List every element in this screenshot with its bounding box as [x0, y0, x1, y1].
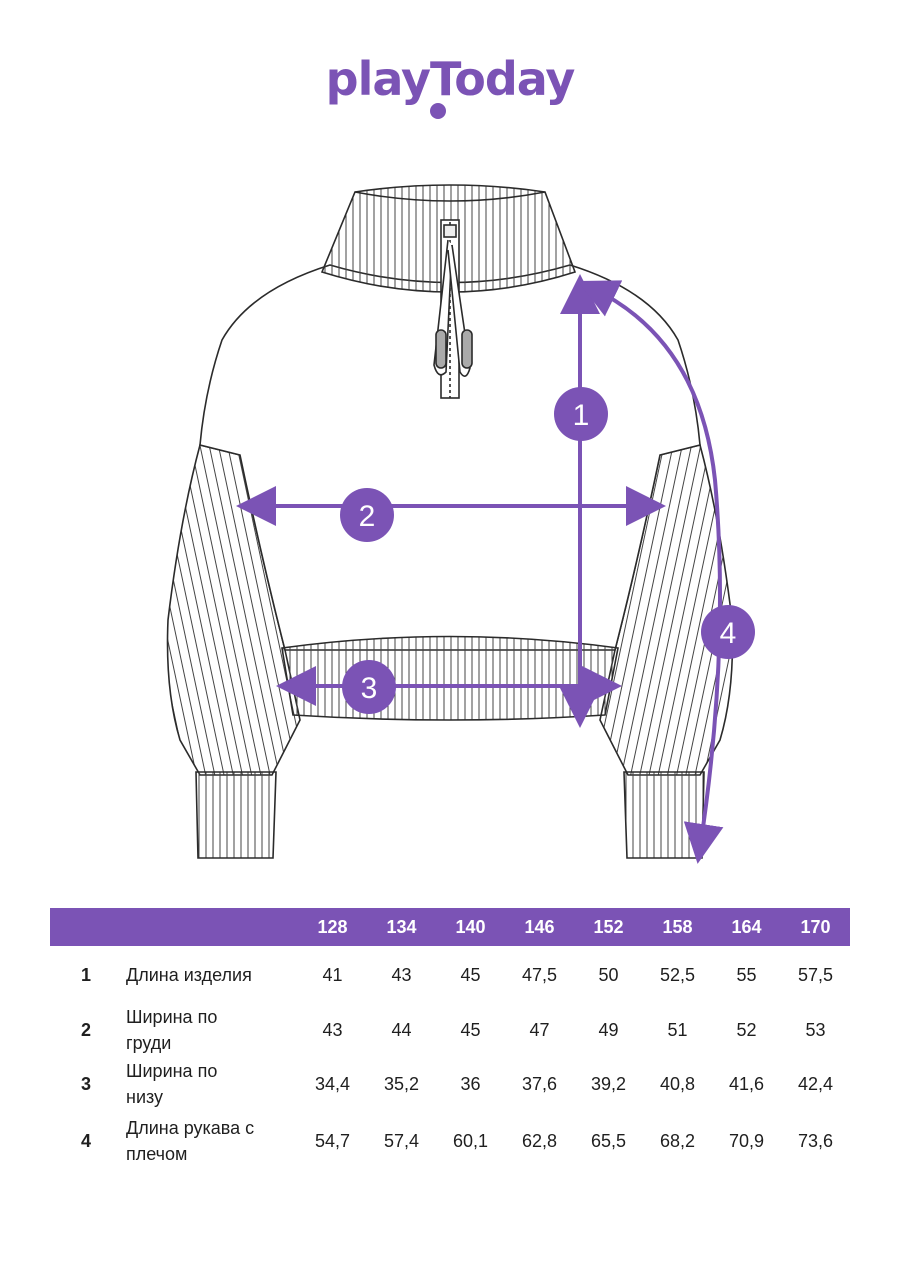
- row-value: 45: [460, 964, 481, 985]
- table-row: 2 Ширина по груди 43 44 45 47 49 51 52 5…: [50, 1004, 850, 1056]
- row-value: 50: [598, 964, 619, 985]
- size-col-header: 146: [524, 916, 555, 937]
- header-empty-label: [122, 908, 298, 946]
- measurement-3: 3: [276, 660, 622, 714]
- marker-4-label: 4: [720, 617, 737, 650]
- row-value: 41: [322, 964, 343, 985]
- size-col-header: 170: [800, 916, 831, 937]
- row-label: Длина изделия: [126, 965, 252, 985]
- row-value: 70,9: [728, 1130, 765, 1151]
- row-label: Ширина по груди: [126, 1007, 218, 1053]
- row-value: 53: [805, 1019, 826, 1040]
- row-value: 62,8: [521, 1130, 558, 1151]
- marker-4: [701, 605, 755, 659]
- row-value: 34,4: [314, 1073, 351, 1094]
- row-number: 4: [80, 1130, 91, 1151]
- size-table: 128 134 140 146 152 158 164 170 1 Длина …: [50, 908, 850, 1170]
- row-value: 47: [529, 1019, 550, 1040]
- size-header-row: 128 134 140 146 152 158 164 170: [50, 908, 850, 946]
- size-table-grid: 128 134 140 146 152 158 164 170 1 Длина …: [50, 908, 850, 1170]
- size-col-header: 164: [731, 916, 762, 937]
- garment-outline: [166, 184, 734, 859]
- row-value: 37,6: [521, 1073, 558, 1094]
- row-value: 73,6: [797, 1130, 834, 1151]
- row-label: Длина рукава с плечом: [126, 1118, 255, 1164]
- table-row: 4 Длина рукава с плечом 54,7 57,4 60,1 6…: [50, 1112, 850, 1170]
- table-row: 1 Длина изделия 41 43 45 47,5 50 52,5 55…: [50, 946, 850, 1004]
- row-value: 52,5: [659, 964, 696, 985]
- row-value: 41,6: [728, 1073, 765, 1094]
- row-label: Ширина по низу: [126, 1061, 218, 1107]
- row-value: 36: [460, 1073, 481, 1094]
- size-col-header: 128: [317, 916, 348, 937]
- row-value: 51: [667, 1019, 688, 1040]
- garment-drawing: 1 2 3 4: [166, 184, 755, 864]
- row-value: 44: [391, 1019, 412, 1040]
- marker-2: [340, 488, 394, 542]
- brand-logo-dot: [430, 103, 446, 119]
- row-value: 57,4: [383, 1130, 420, 1151]
- table-row: 3 Ширина по низу 34,4 35,2 36 37,6 39,2 …: [50, 1056, 850, 1112]
- marker-1-label: 1: [573, 399, 590, 432]
- marker-3-label: 3: [361, 672, 378, 705]
- measurement-4: 4: [577, 280, 755, 864]
- marker-3: [342, 660, 396, 714]
- size-col-header: 152: [593, 916, 624, 937]
- row-value: 57,5: [797, 964, 834, 985]
- row-number: 2: [80, 1019, 91, 1040]
- row-value: 35,2: [383, 1073, 420, 1094]
- row-value: 60,1: [452, 1130, 489, 1151]
- row-value: 43: [322, 1019, 343, 1040]
- row-value: 42,4: [797, 1073, 834, 1094]
- row-value: 54,7: [314, 1130, 351, 1151]
- row-value: 40,8: [659, 1073, 696, 1094]
- row-value: 52: [736, 1019, 757, 1040]
- brand-logo-text: playToday: [325, 52, 576, 106]
- size-col-header: 134: [386, 916, 417, 937]
- size-col-header: 140: [455, 916, 486, 937]
- row-value: 49: [598, 1019, 619, 1040]
- row-value: 65,5: [590, 1130, 627, 1151]
- row-value: 55: [736, 964, 757, 985]
- row-number: 3: [80, 1073, 91, 1094]
- row-number: 1: [80, 964, 91, 985]
- marker-2-label: 2: [359, 500, 376, 533]
- brand-logo: playToday: [0, 52, 900, 106]
- row-value: 68,2: [659, 1130, 696, 1151]
- row-value: 39,2: [590, 1073, 627, 1094]
- row-value: 45: [460, 1019, 481, 1040]
- row-value: 47,5: [521, 964, 558, 985]
- size-col-header: 158: [662, 916, 693, 937]
- row-value: 43: [391, 964, 412, 985]
- header-empty-num: [50, 908, 122, 946]
